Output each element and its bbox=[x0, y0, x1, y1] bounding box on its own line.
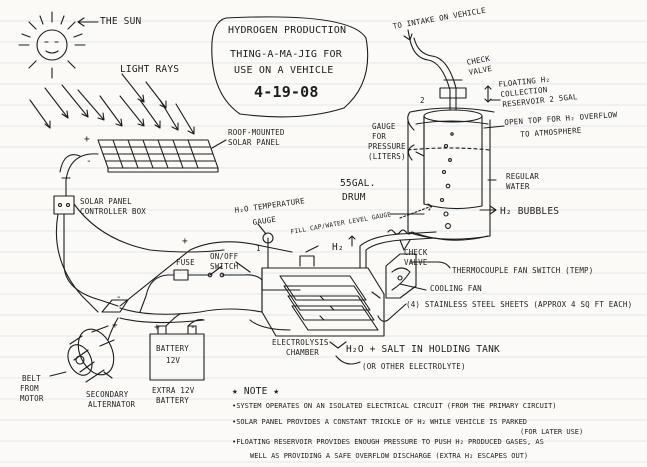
minus-sign-3: - bbox=[190, 322, 196, 333]
controller-box bbox=[53, 195, 75, 215]
plus-sign-3: + bbox=[154, 322, 160, 333]
alternator bbox=[67, 325, 115, 383]
h2-up-arrow bbox=[348, 235, 356, 247]
title-line-2: THING-A-MA-JIG FOR bbox=[230, 49, 342, 60]
fill-cap bbox=[299, 255, 315, 267]
note-heading: ★ NOTE ★ bbox=[232, 386, 280, 397]
extra-battery-label-2: BATTERY bbox=[156, 396, 190, 405]
intake-line-2 bbox=[413, 37, 457, 111]
h2-tube bbox=[359, 231, 437, 269]
onoff-label-1: ON/OFF bbox=[210, 252, 239, 261]
battery-label-2: 12V bbox=[166, 356, 181, 365]
fuse bbox=[167, 269, 199, 281]
water-label-2: WATER bbox=[506, 182, 530, 191]
h2-arrow-label: H₂ bbox=[332, 242, 344, 253]
gauge-label-4: (LITERS) bbox=[368, 152, 406, 161]
light-rays-label: LIGHT RAYS bbox=[120, 64, 180, 75]
electrolyte-label: (OR OTHER ELECTROLYTE) bbox=[362, 362, 466, 371]
drum bbox=[407, 107, 495, 241]
sheets-label: (4) STAINLESS STEEL SHEETS (APPROX 4 SQ … bbox=[406, 300, 633, 309]
gauge-label-1: GAUGE bbox=[372, 122, 396, 131]
alternator-label-2: ALTERNATOR bbox=[88, 400, 136, 409]
drum-label-1: 55GAL. bbox=[340, 178, 376, 189]
floating-reservoir bbox=[423, 109, 483, 210]
salt-label: H₂O + SALT IN HOLDING TANK bbox=[346, 344, 500, 355]
note-line-3: (FOR LATER USE) bbox=[520, 428, 584, 436]
number-1: 1 bbox=[256, 244, 261, 253]
minus-sign-1: - bbox=[86, 156, 92, 167]
thermo-label: THERMOCOUPLE FAN SWITCH (TEMP) bbox=[452, 266, 594, 275]
plus-sign-4: + bbox=[112, 320, 118, 331]
controller-label-2: CONTROLLER BOX bbox=[80, 207, 147, 216]
solar-panel-pointer bbox=[211, 139, 227, 149]
h2-bubbles bbox=[439, 132, 454, 229]
gauge-label-3: PRESSURE bbox=[368, 142, 406, 151]
check-valve-label-1: CHECK bbox=[404, 248, 428, 257]
extra-battery-label-1: EXTRA 12V bbox=[152, 386, 195, 395]
battery-label-1: BATTERY bbox=[156, 344, 190, 353]
solar-panel-label-1: ROOF-MOUNTED bbox=[228, 128, 285, 137]
intake-line bbox=[409, 39, 451, 111]
solar-panel bbox=[97, 139, 219, 173]
controller-label-1: SOLAR PANEL bbox=[80, 197, 132, 206]
cooling-fan bbox=[385, 253, 417, 299]
solar-panel-label-2: SOLAR PANEL bbox=[228, 138, 280, 147]
fuse-label: FUSE bbox=[176, 258, 195, 267]
thermo-pointer bbox=[409, 261, 451, 269]
bubbles-label: H₂ BUBBLES bbox=[500, 206, 560, 217]
check-valve-top bbox=[439, 87, 467, 99]
alternator-label-1: SECONDARY bbox=[86, 390, 129, 399]
electrolysis-label-1: ELECTROLYSIS bbox=[272, 338, 329, 347]
belt-label-2: FROM bbox=[20, 384, 39, 393]
note-line-5: WELL AS PROVIDING A SAFE OVERFLOW DISCHA… bbox=[250, 452, 529, 460]
light-rays bbox=[29, 73, 195, 135]
check-valve-label-2: VALVE bbox=[404, 258, 428, 267]
ruled-lines bbox=[0, 20, 647, 463]
electrolysis-chamber bbox=[261, 267, 385, 337]
title-line-1: HYDROGEN PRODUCTION bbox=[228, 25, 347, 36]
belt-label-1: BELT bbox=[22, 374, 41, 383]
sun-pointer-arrow bbox=[77, 17, 99, 27]
battery bbox=[149, 325, 205, 381]
title-date: 4-19-08 bbox=[254, 83, 319, 101]
note-line-1: •SYSTEM OPERATES ON AN ISOLATED ELECTRIC… bbox=[232, 402, 557, 410]
cooling-fan-label: COOLING FAN bbox=[430, 284, 482, 293]
onoff-switch bbox=[197, 265, 245, 276]
number-2: 2 bbox=[420, 96, 425, 105]
minus-sign-2: - bbox=[116, 292, 122, 303]
title-line-3: USE ON A VEHICLE bbox=[234, 65, 334, 76]
panel-wire-2 bbox=[59, 154, 81, 173]
water-label-1: REGULAR bbox=[506, 172, 540, 181]
note-line-2: •SOLAR PANEL PROVIDES A CONSTANT TRICKLE… bbox=[232, 418, 528, 426]
plus-sign-1: + bbox=[84, 134, 90, 145]
gauge-label-2: FOR bbox=[372, 132, 387, 141]
note-line-4: •FLOATING RESERVOIR PROVIDES ENOUGH PRES… bbox=[232, 438, 544, 446]
drum-label-2: DRUM bbox=[342, 192, 366, 203]
sun-label: THE SUN bbox=[100, 16, 142, 27]
electrolysis-label-2: CHAMBER bbox=[286, 348, 320, 357]
plus-sign-2: + bbox=[182, 236, 188, 247]
panel-wire bbox=[61, 153, 99, 197]
onoff-label-2: SWITCH bbox=[210, 262, 239, 271]
belt-label-3: MOTOR bbox=[20, 394, 44, 403]
title-outline bbox=[211, 16, 369, 118]
sun-icon bbox=[18, 11, 86, 79]
